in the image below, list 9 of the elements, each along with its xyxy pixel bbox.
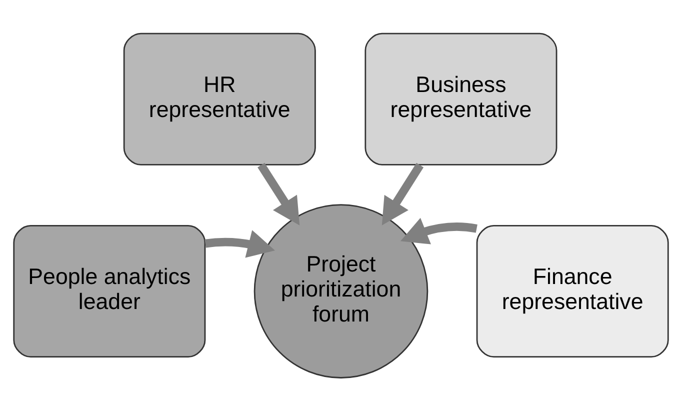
node-circle: Project prioritization forum: [254, 204, 428, 378]
arrow: [400, 217, 478, 244]
node-box: Business representative: [364, 32, 558, 165]
arrow: [382, 162, 424, 225]
node-box: HR representative: [123, 32, 316, 165]
arrow: [204, 230, 276, 258]
node-box: People analytics leader: [13, 224, 206, 358]
node-box: Finance representative: [476, 224, 669, 358]
arrow: [258, 162, 300, 225]
